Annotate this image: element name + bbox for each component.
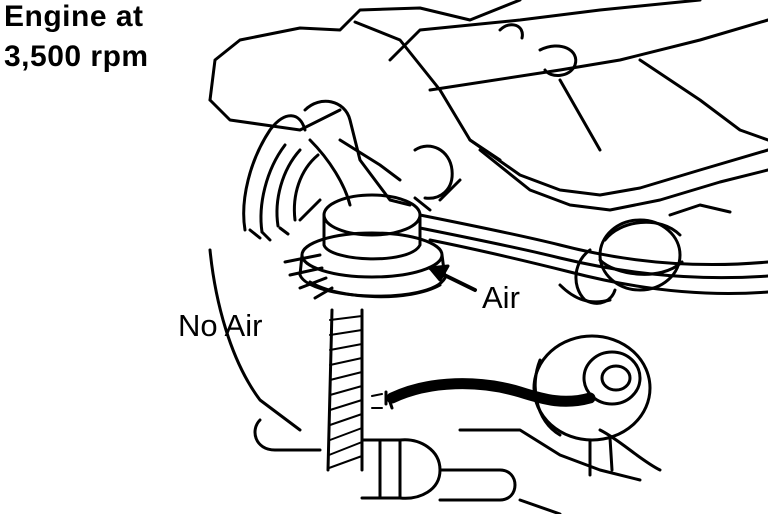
no-air-label: No Air [178,310,262,341]
vacuum-hose [386,384,590,408]
air-label: Air [482,282,520,313]
heading-line-2: 3,500 rpm [4,42,149,72]
hose-end-marks [372,394,382,408]
corrugated-hose [328,310,362,470]
heading-line-1: Engine at [4,2,144,32]
air-valve [285,146,452,298]
hand-and-hoses [244,101,410,240]
cylinder-head-cover [210,0,768,210]
